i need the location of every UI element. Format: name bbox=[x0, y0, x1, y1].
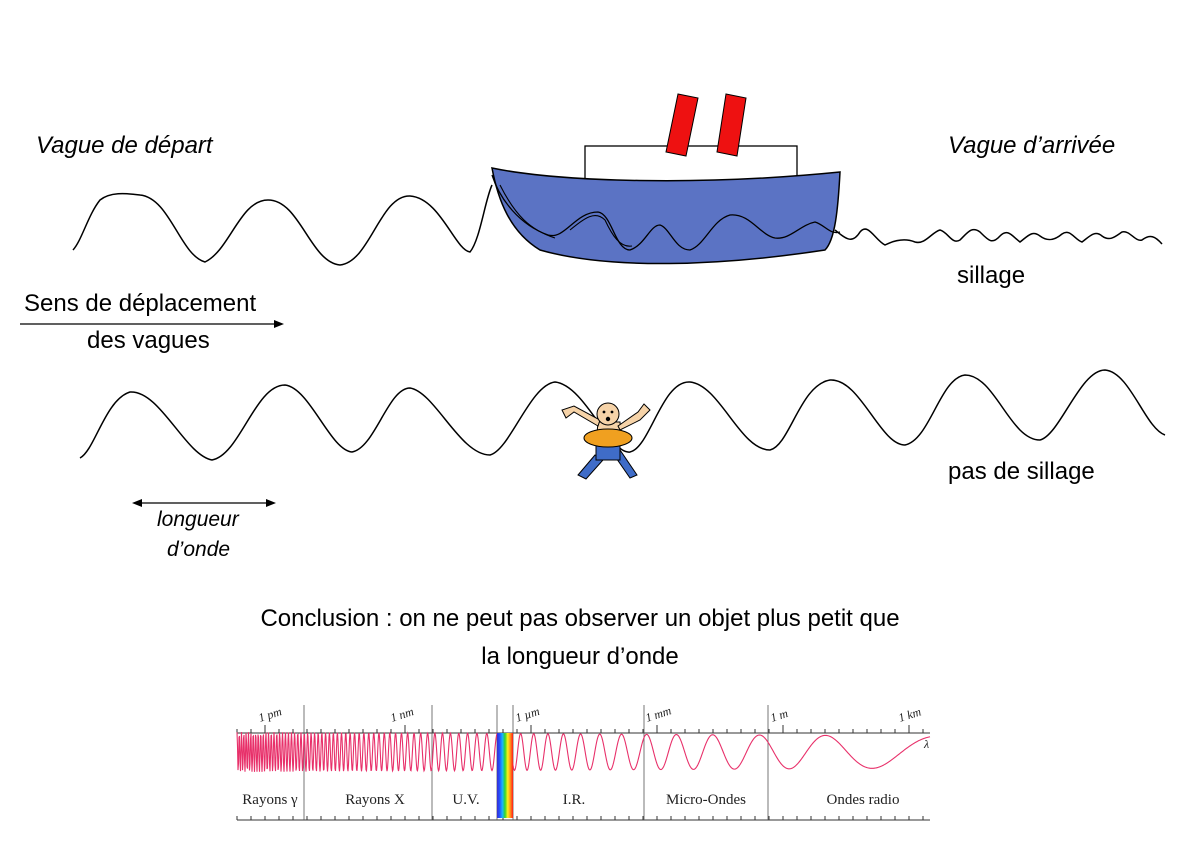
direction-label-line1: Sens de déplacement bbox=[24, 290, 257, 317]
wake-label: sillage bbox=[957, 262, 1026, 289]
wake-wave bbox=[834, 228, 1163, 246]
band-label: Rayons γ bbox=[242, 792, 298, 808]
direction-label-line2: des vagues bbox=[87, 327, 210, 354]
scale-tick-label: 1 µm bbox=[514, 704, 542, 725]
hull-wave-inner bbox=[499, 184, 633, 247]
visible-light-band bbox=[497, 733, 513, 818]
scale-tick-label: 1 pm bbox=[257, 704, 284, 725]
no-wake-wave bbox=[79, 369, 1166, 461]
conclusion-line2: la longueur d’onde bbox=[481, 643, 679, 670]
boat-hull bbox=[491, 167, 841, 265]
no-wake-label: pas de sillage bbox=[948, 458, 1095, 485]
band-label: Micro-Ondes bbox=[666, 792, 746, 808]
swimmer-right-arm bbox=[617, 403, 651, 431]
buoy bbox=[583, 428, 633, 448]
band-label: I.R. bbox=[563, 792, 586, 808]
swimmer bbox=[561, 402, 651, 480]
hull-wave bbox=[491, 174, 841, 251]
wave-diagram bbox=[20, 93, 1166, 507]
start-wave-label: Vague de départ bbox=[36, 132, 213, 159]
wavelength-label-line1: longueur bbox=[157, 508, 239, 531]
spectrum-wave bbox=[236, 731, 931, 773]
lambda-symbol: λ bbox=[923, 737, 929, 751]
swimmer-head bbox=[596, 402, 620, 426]
wavelength-label-line2: d’onde bbox=[167, 538, 231, 561]
departure-wave bbox=[72, 184, 493, 266]
band-label: U.V. bbox=[452, 792, 479, 808]
wavelength-arrow bbox=[132, 499, 276, 507]
scale-tick-label: 1 m bbox=[769, 706, 790, 725]
direction-arrow bbox=[20, 320, 284, 328]
conclusion-line1: Conclusion : on ne peut pas observer un … bbox=[260, 605, 900, 632]
scale-tick-label: 1 mm bbox=[644, 703, 674, 725]
boat-chimney-right bbox=[716, 93, 747, 157]
scale-tick-label: 1 km bbox=[897, 704, 924, 725]
scale-tick-label: 1 nm bbox=[389, 704, 416, 725]
boat-chimney-left bbox=[665, 93, 699, 157]
arrival-wave-label: Vague d’arrivée bbox=[948, 132, 1116, 159]
band-label: Ondes radio bbox=[827, 792, 900, 808]
band-label: Rayons X bbox=[345, 792, 405, 808]
